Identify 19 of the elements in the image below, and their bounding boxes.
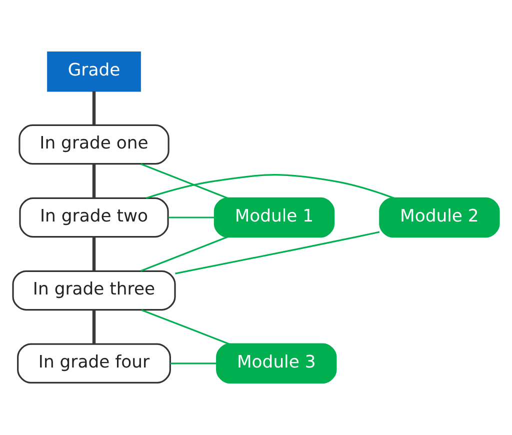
connector xyxy=(92,310,96,344)
connector xyxy=(92,91,96,125)
node-box: In grade two xyxy=(19,197,169,238)
connector xyxy=(168,216,215,218)
connector xyxy=(92,237,96,271)
node-box: In grade one xyxy=(18,124,170,165)
node-box: Module 3 xyxy=(216,343,337,384)
connector xyxy=(141,309,230,345)
connector xyxy=(146,174,394,199)
node-box: In grade four xyxy=(17,343,171,384)
connector xyxy=(140,163,228,199)
connector xyxy=(170,362,217,364)
node-box: Module 2 xyxy=(379,197,500,238)
connector xyxy=(92,164,96,198)
connector xyxy=(175,231,380,274)
node-box: Grade xyxy=(47,51,141,92)
node-box: Module 1 xyxy=(214,197,335,238)
node-box: In grade three xyxy=(12,270,176,311)
connector xyxy=(140,236,228,272)
